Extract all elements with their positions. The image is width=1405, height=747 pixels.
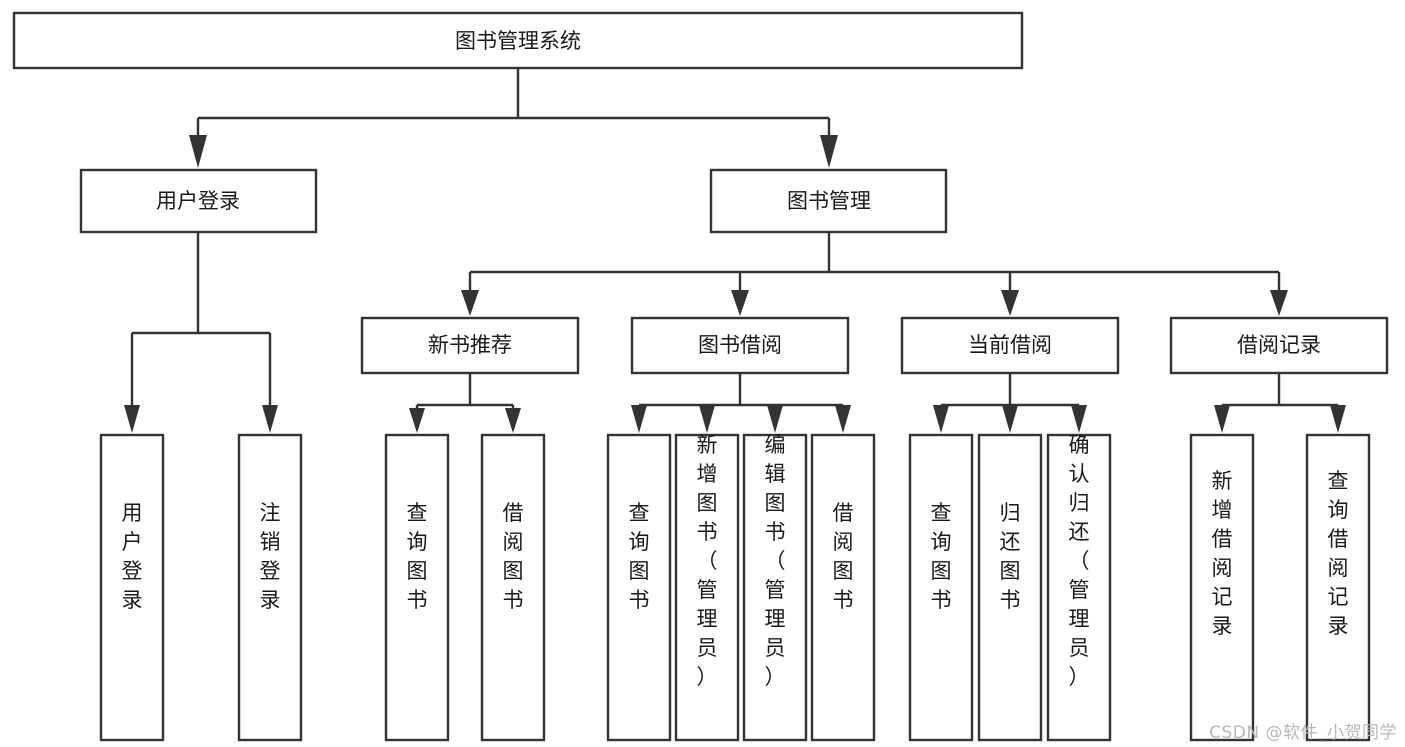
arrow-head-u2 [262,405,278,433]
leaf-node[interactable]: 确认归还（管理员） [1046,433,1112,742]
arrow-head-r2 [1330,405,1346,433]
leaf-query-book-1-box[interactable] [384,433,450,742]
leaf-add-book-label: 新增图书（管理员） [697,433,718,689]
leaf-borrow-book-2-box[interactable] [810,433,876,742]
leaf-node[interactable]: 查询图书 [908,433,974,742]
leaf-node[interactable]: 注销登录 [237,433,303,742]
leaf-node[interactable]: 用户登录 [99,433,165,742]
arrow-head-n2 [505,408,521,433]
leaf-query-record-box[interactable] [1305,433,1371,742]
node-new-book-recommend[interactable]: 新书推荐 [360,316,580,375]
leaf-query-record-label: 查询借阅记录 [1328,469,1349,638]
leaf-node[interactable]: 查询图书 [606,433,672,742]
node-current-borrow-box[interactable] [900,316,1120,375]
leaf-edit-book-label: 编辑图书（管理员） [765,433,786,689]
node-new-book-recommend-label: 新书推荐 [428,333,512,357]
leaf-query-book-3-label: 查询图书 [931,501,952,612]
arrow-head-c2 [1002,405,1018,433]
arrow-head-book-manage [820,135,838,168]
leaf-query-book-3-box[interactable] [908,433,974,742]
node-book-manage-box[interactable] [709,168,948,234]
leaf-node[interactable]: 查询图书 [384,433,450,742]
node-book-manage-label: 图书管理 [787,189,871,213]
node-borrow-record-label: 借阅记录 [1237,333,1321,357]
arrow-head-r1 [1214,405,1230,433]
arrow-head-l3-2 [731,290,749,316]
arrow-head-b3 [767,405,783,433]
leaf-logout-label: 注销登录 [260,501,281,612]
leaf-confirm-return-label: 确认归还（管理员） [1069,433,1090,689]
leaf-logout-box[interactable] [237,433,303,742]
node-book-borrow-box[interactable] [630,316,850,375]
leaf-node[interactable]: 归还图书 [977,433,1043,742]
leaf-confirm-return-box[interactable] [1046,433,1112,742]
arrow-head-l3-4 [1270,290,1288,316]
node-user-login-box[interactable] [79,168,318,234]
node-current-borrow[interactable]: 当前借阅 [900,316,1120,375]
node-book-borrow[interactable]: 图书借阅 [630,316,850,375]
arrow-head-l3-3 [1001,290,1019,316]
leaf-return-book-box[interactable] [977,433,1043,742]
arrow-head-u1 [124,405,140,433]
node-borrow-record-box[interactable] [1169,316,1389,375]
connector-layer [124,68,1346,433]
node-root[interactable]: 图书管理系统 [12,11,1024,70]
csdn-watermark: CSDN @软件_小贺同学 [1209,723,1397,743]
arrow-head-c1 [933,405,949,433]
leaf-node[interactable]: 编辑图书（管理员） [742,433,808,742]
leaf-add-record-box[interactable] [1189,433,1255,742]
node-new-book-recommend-box[interactable] [360,316,580,375]
arrow-head-b4 [835,405,851,433]
arrow-head-b1 [631,405,647,433]
node-root-label: 图书管理系统 [455,29,581,53]
leaf-borrow-book-2-label: 借阅图书 [833,501,854,612]
leaf-return-book-label: 归还图书 [1000,501,1021,612]
leaf-query-book-2-label: 查询图书 [629,501,650,612]
leaf-user-login-label: 用户登录 [122,501,143,612]
node-book-manage[interactable]: 图书管理 [709,168,948,234]
node-root-box[interactable] [12,11,1024,70]
leaf-query-book-2-box[interactable] [606,433,672,742]
node-book-borrow-label: 图书借阅 [698,333,782,357]
leaf-node[interactable]: 借阅图书 [480,433,546,742]
arrow-head-n1 [409,408,425,433]
arrow-head-user-login [189,135,207,168]
leaf-user-login-box[interactable] [99,433,165,742]
leaf-node[interactable]: 新增图书（管理员） [674,433,740,742]
leaf-node[interactable]: 查询借阅记录 [1305,433,1371,742]
arrow-head-l3-1 [461,290,479,316]
leaf-borrow-book-1-label: 借阅图书 [503,501,524,612]
leaf-node[interactable]: 新增借阅记录 [1189,433,1255,742]
leaf-borrow-book-1-box[interactable] [480,433,546,742]
node-borrow-record[interactable]: 借阅记录 [1169,316,1389,375]
node-user-login-label: 用户登录 [156,189,240,213]
leaf-edit-book-box[interactable] [742,433,808,742]
node-user-login[interactable]: 用户登录 [79,168,318,234]
leaf-add-record-label: 新增借阅记录 [1212,469,1233,638]
arrow-head-c3 [1071,405,1087,433]
node-current-borrow-label: 当前借阅 [968,333,1052,357]
arrow-head-b2 [699,405,715,433]
leaf-node[interactable]: 借阅图书 [810,433,876,742]
leaf-query-book-1-label: 查询图书 [407,501,428,612]
leaf-add-book-box[interactable] [674,433,740,742]
